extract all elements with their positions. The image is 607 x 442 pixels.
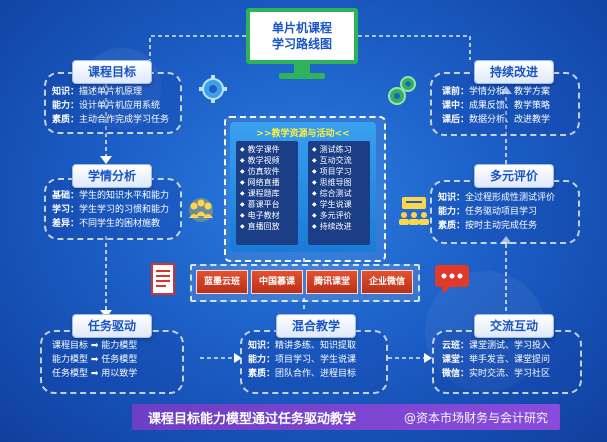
mixed-row-2: 能力：项目学习、学生说课 xyxy=(248,355,357,365)
goals-row-3: 素质：主动合作完成学习任务 xyxy=(52,115,170,125)
task-row-2: 能力模型 ➡ 任务模型 xyxy=(52,355,138,365)
goals-row-2: 能力：设计单片机应用系统 xyxy=(52,101,161,111)
goals-row-1: 知识：描述单片机原理 xyxy=(52,87,143,97)
resource-right-item: 综合测试 xyxy=(312,188,352,200)
resource-left-item: 教学视频 xyxy=(240,155,280,167)
chat-bubble-icon xyxy=(435,265,469,294)
task-row-1: 课程目标 ➡ 能力模型 xyxy=(52,341,138,351)
interact-panel xyxy=(432,330,582,394)
goals-title: 课程目标 xyxy=(72,60,152,84)
resource-left-item: 电子教材 xyxy=(240,210,280,222)
title-line-2: 学习路线图 xyxy=(271,37,332,51)
analysis-row-1: 基础：学生的知识水平和能力 xyxy=(52,191,170,201)
analysis-row-2: 学习：学生学习的习惯和能力 xyxy=(52,205,170,215)
interact-title: 交流互动 xyxy=(474,314,554,338)
resource-left-item: 网络直播 xyxy=(240,177,280,189)
resources-title: >>教学资源与活动<< xyxy=(256,129,350,139)
mixed-row-1: 知识：精讲多练、知识提取 xyxy=(248,341,357,351)
improve-title: 持续改进 xyxy=(474,60,554,84)
document-icon xyxy=(151,263,175,295)
mixed-panel xyxy=(240,330,388,394)
improve-row-1: 课前：学情分析、教学方案 xyxy=(442,87,551,97)
interact-row-2: 课堂：举手发言、课堂提问 xyxy=(442,355,551,365)
resource-left-item: 直播回放 xyxy=(240,221,280,233)
resource-right-item: 思维导图 xyxy=(312,177,352,189)
resource-right-item: 多元评价 xyxy=(312,210,352,222)
eval-title: 多元评价 xyxy=(474,164,554,188)
platform-tencent: 腾讯课堂 xyxy=(306,270,358,294)
gear-icon xyxy=(199,75,227,103)
eval-row-3: 素质：按时主动完成任务 xyxy=(438,221,538,231)
task-title: 任务驱动 xyxy=(72,314,152,338)
monitor-stand xyxy=(294,64,310,74)
interact-row-3: 微信：实时交流、学习社区 xyxy=(442,369,551,379)
analysis-row-3: 差异：不同学生的困材施教 xyxy=(52,219,161,229)
mixed-row-3: 素质：团队合作、进程目标 xyxy=(248,369,357,379)
bottom-banner xyxy=(132,404,560,430)
task-panel xyxy=(40,330,184,394)
mixed-title: 混合教学 xyxy=(276,314,356,338)
resource-left-item: 教学课件 xyxy=(240,144,280,156)
improve-row-2: 课中：成果反馈、教学策略 xyxy=(442,101,551,111)
resource-right-item: 持续改进 xyxy=(312,221,352,233)
improve-row-3: 课后：数据分析、改进教学 xyxy=(442,115,551,125)
platform-wechat-work: 企业微信 xyxy=(361,270,413,294)
resource-right-item: 学生说课 xyxy=(312,199,352,211)
platform-lanmo: 蓝墨云班 xyxy=(196,270,248,294)
resource-right-item: 测试练习 xyxy=(312,144,352,156)
gears-icon xyxy=(388,76,416,105)
resource-left-item: 慕课平台 xyxy=(240,199,280,211)
banner-text: 课程目标能力模型通过任务驱动教学 xyxy=(148,412,357,427)
watermark: @资本市场财务与会计研究 xyxy=(404,411,549,425)
interact-row-1: 云班：课堂测试、学习投入 xyxy=(442,341,551,351)
resource-left-item: 仿真软件 xyxy=(240,166,280,178)
eval-row-1: 知识：全过程形成性测试评价 xyxy=(438,193,556,203)
analysis-title: 学情分析 xyxy=(72,164,152,188)
resource-right-item: 项目学习 xyxy=(312,166,352,178)
monitor-base xyxy=(279,73,325,79)
team-icon xyxy=(189,198,213,222)
task-row-3: 任务模型 ➡ 用以致学 xyxy=(52,369,138,379)
resource-left-item: 课程题库 xyxy=(240,188,280,200)
title-line-1: 单片机课程 xyxy=(271,21,332,35)
resource-right-item: 互动交流 xyxy=(312,155,352,167)
platform-mooc: 中国慕课 xyxy=(251,270,303,294)
title-monitor: 单片机课程 学习路线图 xyxy=(246,8,358,64)
discussion-icon xyxy=(399,197,429,225)
eval-row-2: 能力：任务驱动项目学习 xyxy=(438,207,538,217)
